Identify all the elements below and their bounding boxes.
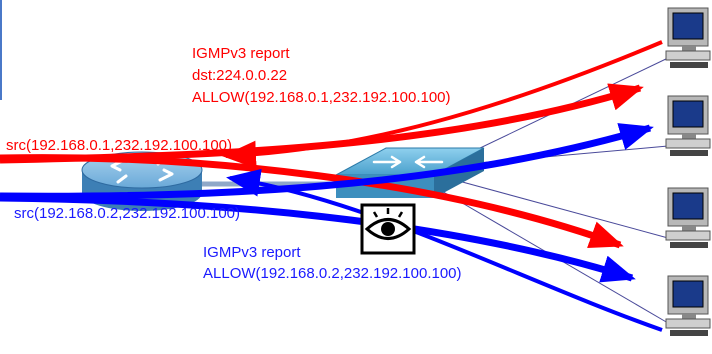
red-flows <box>0 40 663 249</box>
blue-flows <box>0 123 663 332</box>
red-igmp-report-arrow <box>222 40 663 169</box>
desktop-computer-icon <box>665 95 711 156</box>
blue-source-label: src(192.168.0.2,232.192.100.100) <box>14 205 241 222</box>
blue-stream-to-host-4 <box>0 194 636 283</box>
link-to-host-3 <box>454 179 669 239</box>
blue-report-title: IGMPv3 report <box>203 244 301 261</box>
blue-igmp-report-arrow <box>226 168 663 332</box>
red-stream-to-host-3 <box>0 154 624 249</box>
eye-icon <box>360 203 416 255</box>
desktop-computer-icon <box>665 275 711 336</box>
slide-edge-rule <box>0 0 2 100</box>
red-source-label: src(192.168.0.1,232.192.100.100) <box>6 137 233 154</box>
red-report-title: IGMPv3 report <box>192 45 290 62</box>
hosts <box>665 7 711 336</box>
red-report-destination: dst:224.0.0.22 <box>192 67 288 84</box>
blue-report-allow: ALLOW(192.168.0.2,232.192.100.100) <box>203 265 462 282</box>
blue-stream-to-host-2 <box>0 123 654 200</box>
red-report-allow: ALLOW(192.168.0.1,232.192.100.100) <box>192 89 451 106</box>
host-links <box>439 57 669 324</box>
desktop-computer-icon <box>665 187 711 248</box>
desktop-computer-icon <box>665 7 711 68</box>
